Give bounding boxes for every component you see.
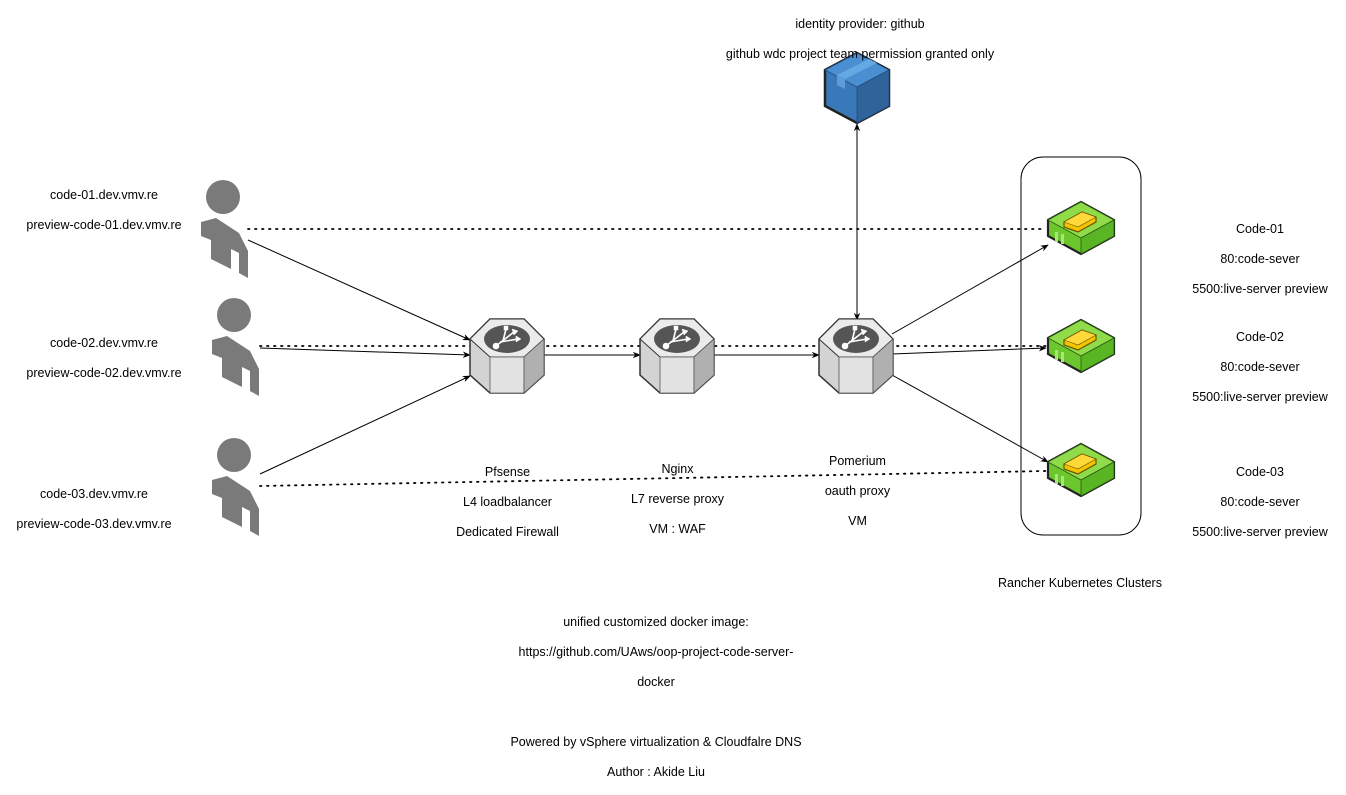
- container-label-2: Code-02 80:code-sever 5500:live-server p…: [1170, 315, 1346, 420]
- container-name: Code-03: [1236, 465, 1284, 479]
- architecture-diagram: [201, 51, 1142, 536]
- node-label-pomerium: Pomerium oauth proxy VM: [775, 439, 940, 544]
- docker-image-label: unified customized docker image:: [563, 615, 749, 629]
- user-preview-domain: preview-code-03.dev.vmv.re: [16, 517, 172, 531]
- user-preview-domain: preview-code-01.dev.vmv.re: [26, 218, 182, 232]
- container-label-3: Code-03 80:code-sever 5500:live-server p…: [1170, 450, 1346, 555]
- router-icon: [639, 318, 715, 394]
- arrow-pomerium-code01: [891, 244, 1049, 335]
- cluster-boundary: [1020, 156, 1142, 536]
- container-icon: [1046, 442, 1116, 498]
- node-detail: VM: [848, 514, 867, 528]
- arrow-pomerium-code03: [891, 374, 1049, 463]
- user-icon: [201, 180, 248, 278]
- container-port: 5500:live-server preview: [1192, 525, 1328, 539]
- node-label-pfsense: Pfsense L4 loadbalancer Dedicated Firewa…: [425, 450, 590, 555]
- docker-image-url: https://github.com/UAws/oop-project-code…: [518, 645, 794, 659]
- user-label-2: code-02.dev.vmv.re preview-code-02.dev.v…: [0, 321, 208, 396]
- identity-provider-line2: github wdc project team permission grant…: [725, 47, 995, 61]
- container-port: 80:code-sever: [1220, 360, 1300, 374]
- node-name: Nginx: [661, 462, 694, 476]
- router-icon: [469, 318, 545, 394]
- user-domain: code-03.dev.vmv.re: [40, 487, 148, 501]
- powered-by: Powered by vSphere virtualization & Clou…: [510, 735, 802, 749]
- node-name: Pomerium: [829, 454, 886, 468]
- router-icon: [818, 318, 894, 394]
- user-icon: [212, 438, 259, 536]
- arrow-user1-pfsense: [247, 239, 471, 341]
- container-port: 80:code-sever: [1220, 252, 1300, 266]
- container-icon: [1046, 200, 1116, 256]
- traffic-arrows: [247, 123, 1049, 475]
- container-name: Code-02: [1236, 330, 1284, 344]
- container-icon: [1046, 318, 1116, 374]
- node-name: Pfsense: [484, 465, 531, 479]
- container-name: Code-01: [1236, 222, 1284, 236]
- arrow-user3-pfsense: [259, 375, 471, 475]
- container-port: 5500:live-server preview: [1192, 390, 1328, 404]
- arrow-user2-pfsense: [259, 347, 471, 358]
- identity-provider-line1: identity provider: github: [795, 17, 925, 31]
- identity-provider-label: identity provider: github github wdc pro…: [660, 2, 1060, 77]
- user-label-1: code-01.dev.vmv.re preview-code-01.dev.v…: [0, 173, 208, 248]
- node-detail: VM : WAF: [649, 522, 706, 536]
- user-preview-domain: preview-code-02.dev.vmv.re: [26, 366, 182, 380]
- arrow-pomerium-code02: [891, 345, 1047, 355]
- node-detail: Dedicated Firewall: [456, 525, 559, 539]
- user-domain: code-02.dev.vmv.re: [50, 336, 158, 350]
- node-role: L7 reverse proxy: [630, 492, 725, 506]
- preview-path-3: [259, 470, 1047, 487]
- docker-image-url-cont: docker: [637, 675, 675, 689]
- container-port: 80:code-sever: [1220, 495, 1300, 509]
- user-label-3: code-03.dev.vmv.re preview-code-03.dev.v…: [0, 472, 188, 547]
- node-role: L4 loadbalancer: [463, 495, 552, 509]
- user-domain: code-01.dev.vmv.re: [50, 188, 158, 202]
- cluster-label: Rancher Kubernetes Clusters: [998, 576, 1162, 590]
- container-port: 5500:live-server preview: [1192, 282, 1328, 296]
- node-label-nginx: Nginx L7 reverse proxy VM : WAF: [595, 447, 760, 552]
- node-role: oauth proxy: [824, 484, 891, 498]
- user-icon: [212, 298, 259, 396]
- container-label-1: Code-01 80:code-sever 5500:live-server p…: [1170, 207, 1346, 312]
- author: Author : Akide Liu: [607, 765, 705, 779]
